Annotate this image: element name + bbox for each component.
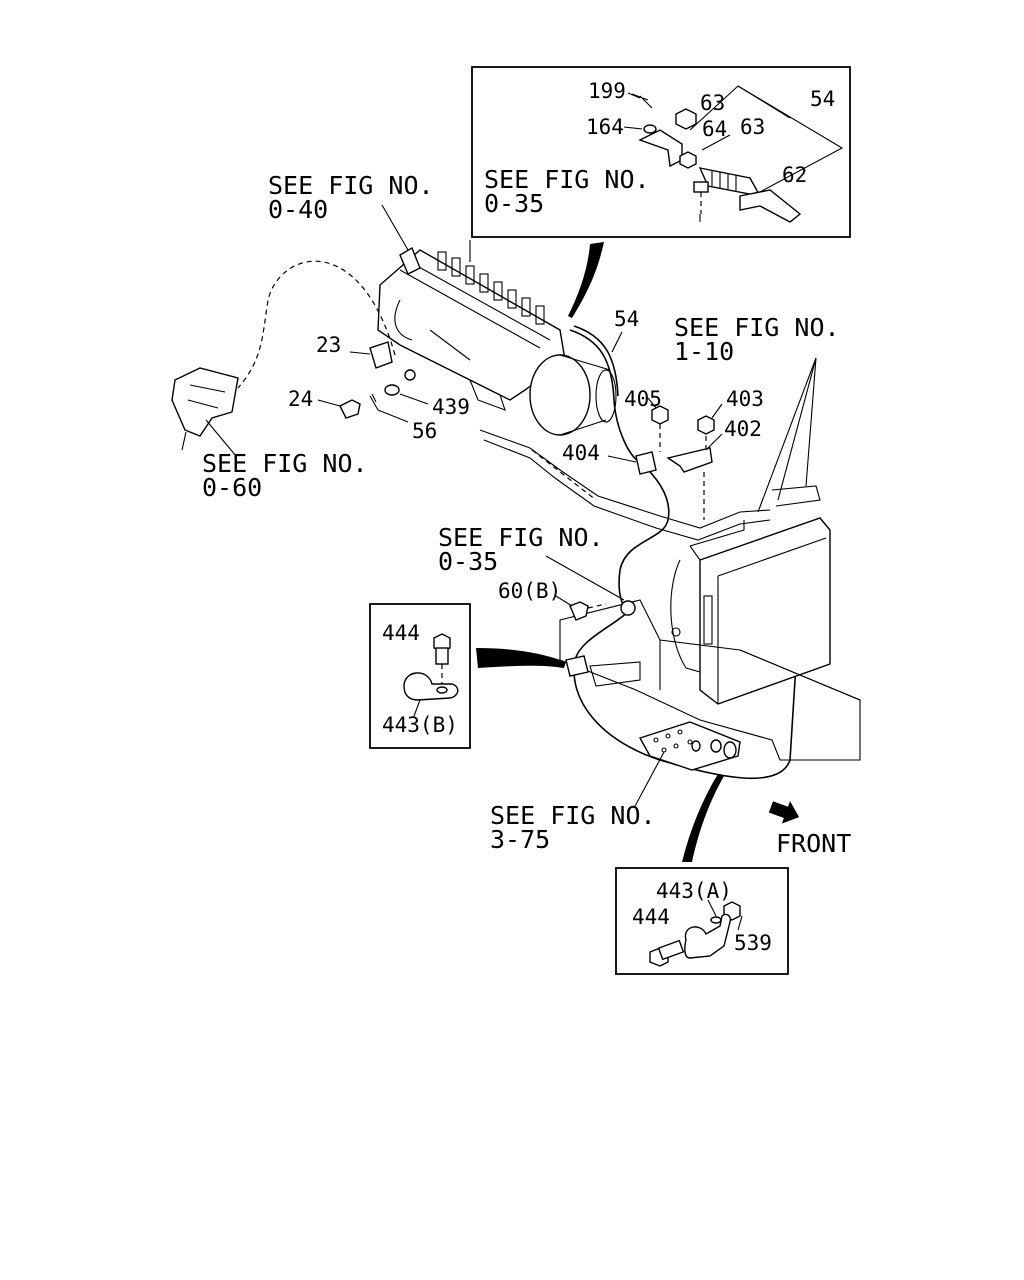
callout-54-top: 54 bbox=[810, 87, 835, 111]
accelerator-unit bbox=[171, 367, 239, 457]
pointer-arrow-left bbox=[476, 648, 566, 668]
callout-199: 199 bbox=[588, 79, 626, 103]
see-fig-1-10-line2: 1-10 bbox=[674, 337, 734, 366]
callout-444-left: 444 bbox=[382, 621, 420, 645]
see-fig-0-35-top-line2: 0-35 bbox=[484, 189, 544, 218]
clamp-assembly-left bbox=[317, 341, 429, 423]
front-arrow-icon bbox=[768, 801, 800, 824]
radiator bbox=[670, 485, 831, 705]
callout-64: 64 bbox=[702, 117, 727, 141]
callout-405: 405 bbox=[624, 387, 662, 411]
callout-23: 23 bbox=[316, 333, 341, 357]
callout-404: 404 bbox=[562, 441, 600, 465]
callout-60b: 60(B) bbox=[498, 579, 561, 603]
callout-443a: 443(A) bbox=[656, 879, 732, 903]
callout-403: 403 bbox=[726, 387, 764, 411]
callout-62: 62 bbox=[782, 163, 807, 187]
detail-box-left bbox=[369, 603, 471, 749]
see-fig-0-60-line1: SEE FIG NO. bbox=[202, 449, 368, 478]
callout-443b: 443(B) bbox=[382, 713, 458, 737]
callout-539: 539 bbox=[734, 931, 772, 955]
see-fig-0-35-top-line1: SEE FIG NO. bbox=[484, 165, 650, 194]
see-fig-3-75-line2: 3-75 bbox=[490, 825, 550, 854]
callout-54-mid: 54 bbox=[614, 307, 639, 331]
see-fig-0-40-line1: SEE FIG NO. bbox=[268, 171, 434, 200]
vehicle-frame bbox=[559, 599, 861, 761]
detail-box-top bbox=[471, 66, 851, 238]
callout-63-lower: 63 bbox=[740, 115, 765, 139]
bolt-60b bbox=[555, 595, 636, 621]
front-label: FRONT bbox=[776, 829, 851, 858]
see-fig-0-35-mid-line1: SEE FIG NO. bbox=[438, 523, 604, 552]
frame-clamp bbox=[565, 655, 589, 677]
bracket-assembly-mid bbox=[607, 397, 723, 520]
see-fig-0-60-line2: 0-60 bbox=[202, 473, 262, 502]
cable-dashed-loop bbox=[237, 260, 396, 389]
callout-402: 402 bbox=[724, 417, 762, 441]
front-bracket bbox=[638, 721, 741, 771]
see-fig-3-75-line1: SEE FIG NO. bbox=[490, 801, 656, 830]
see-fig-0-35-mid-line2: 0-35 bbox=[438, 547, 498, 576]
detail-box-bottom bbox=[615, 867, 789, 975]
callout-24: 24 bbox=[288, 387, 313, 411]
pointer-arrow-top bbox=[568, 242, 604, 318]
injection-pump bbox=[377, 240, 617, 436]
callout-444-bottom: 444 bbox=[632, 905, 670, 929]
callout-56: 56 bbox=[412, 419, 437, 443]
see-fig-1-10-line1: SEE FIG NO. bbox=[674, 313, 840, 342]
callout-63-upper: 63 bbox=[700, 91, 725, 115]
see-fig-0-40-line2: 0-40 bbox=[268, 195, 328, 224]
callout-439: 439 bbox=[432, 395, 470, 419]
pointer-arrow-bottom bbox=[682, 774, 724, 862]
callout-164: 164 bbox=[586, 115, 624, 139]
